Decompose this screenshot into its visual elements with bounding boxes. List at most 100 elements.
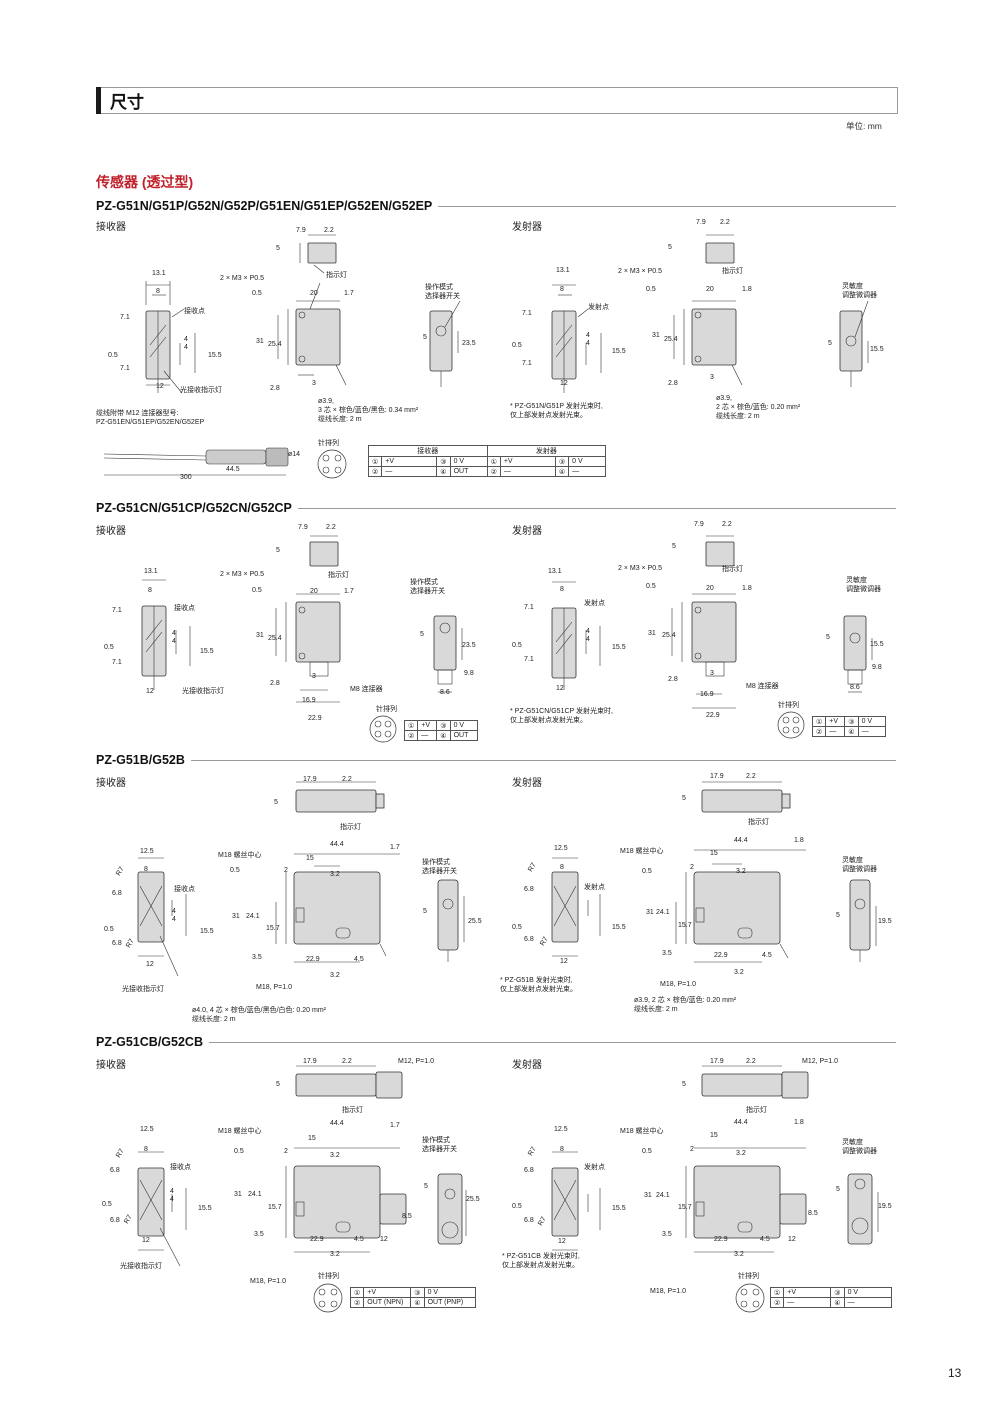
dim-label: 0.5 bbox=[642, 1148, 652, 1155]
dim-label: 8.5 bbox=[808, 1210, 818, 1217]
note-line: 缆线附带 M12 连接器型号: bbox=[96, 410, 179, 417]
dim-label: 3.2 bbox=[330, 871, 340, 878]
receiver-label: 接收器 bbox=[96, 1060, 126, 1071]
pin-cell: ② bbox=[486, 466, 501, 477]
cable-spec: ø3.9, 2 芯 × 棕色/蓝色: 0.20 mm² 缆线长度: 2 m bbox=[716, 394, 800, 421]
model-heading-3: PZ-G51B/G52B bbox=[96, 750, 896, 770]
dim-label: 2 bbox=[690, 864, 694, 871]
emitter-label: 发射器 bbox=[512, 526, 542, 537]
cable-line: 缆线长度: 2 m bbox=[716, 413, 760, 420]
callout-label: M12, P=1.0 bbox=[398, 1058, 434, 1065]
pin-cell: ④ bbox=[844, 726, 859, 737]
pin-cell: 0 V bbox=[449, 456, 488, 467]
pin-cell: ② bbox=[349, 1297, 365, 1308]
dim-label: 0.5 bbox=[108, 352, 118, 359]
dim-label: 17.9 bbox=[303, 776, 317, 783]
dim-label: 12 bbox=[558, 1238, 566, 1245]
m12-note: 缆线附带 M12 连接器型号: PZ-G51EN/G51EP/G52EN/G52… bbox=[96, 409, 204, 427]
callout-label: 接收点 bbox=[184, 308, 205, 315]
dim-label: 2.2 bbox=[342, 776, 352, 783]
emitter-label: 发射器 bbox=[512, 778, 542, 789]
emitter-note: * PZ-G51CB 发射光束时, 仅上部发射点发射光束。 bbox=[502, 1252, 580, 1270]
dim-label: 3.2 bbox=[330, 1152, 340, 1159]
dim-label: 3.2 bbox=[736, 1150, 746, 1157]
callout-label: 2 × M3 × P0.5 bbox=[618, 565, 662, 572]
dim-label: 4.5 bbox=[354, 956, 364, 963]
dim-label: 3.5 bbox=[662, 950, 672, 957]
dim-label: 25.4 bbox=[664, 336, 678, 343]
pin-cell: — bbox=[417, 730, 438, 741]
dim-label: 1.7 bbox=[344, 588, 354, 595]
callout-label: 光接收指示灯 bbox=[120, 1263, 162, 1270]
pin-title: 针排列 bbox=[778, 702, 799, 709]
note-line: 仅上部发射点发射光束。 bbox=[510, 412, 587, 419]
callout-label: M18 螺丝中心 bbox=[218, 1128, 262, 1135]
callout-label: 指示灯 bbox=[722, 268, 743, 275]
model-rule bbox=[297, 507, 896, 509]
model-heading-2: PZ-G51CN/G51CP/G52CN/G52CP bbox=[96, 498, 896, 518]
dim-label: 31 bbox=[232, 913, 240, 920]
dim-label: 5 bbox=[274, 799, 278, 806]
dim-label: 12 bbox=[788, 1236, 796, 1243]
callout-label: 发射点 bbox=[584, 1164, 605, 1171]
pin-cell: ③ bbox=[436, 456, 451, 467]
dim-label: 7.1 bbox=[522, 310, 532, 317]
dim-label: 5 bbox=[682, 1081, 686, 1088]
model-heading-4: PZ-G51CB/G52CB bbox=[96, 1032, 896, 1052]
dim-label: 1.8 bbox=[794, 1119, 804, 1126]
dim-label: 15.5 bbox=[200, 928, 214, 935]
dim-label: 24.1 bbox=[248, 1191, 262, 1198]
dim-label: 2.8 bbox=[668, 380, 678, 387]
dim-label: 17.9 bbox=[303, 1058, 317, 1065]
dim-label: 12 bbox=[380, 1236, 388, 1243]
model-title: PZ-G51B/G52B bbox=[96, 753, 185, 767]
callout-line: 灵敏度 bbox=[842, 857, 863, 864]
pin-cell: OUT (NPN) bbox=[363, 1297, 412, 1308]
cable-line: 2 芯 × 棕色/蓝色: 0.20 mm² bbox=[716, 404, 801, 411]
dim-label: 12 bbox=[156, 383, 164, 390]
pin-cell: ③ bbox=[410, 1287, 425, 1298]
pin-cell: 0 V bbox=[449, 720, 478, 731]
dim-label: 15.5 bbox=[870, 641, 884, 648]
pin-cell: ④ bbox=[410, 1297, 425, 1308]
dim-label: 8 bbox=[144, 1146, 148, 1153]
callout-label: 发射点 bbox=[584, 600, 605, 607]
dim-label: 7.1 bbox=[112, 659, 122, 666]
dim-label: 23.5 bbox=[462, 340, 476, 347]
dim-label: 0.5 bbox=[512, 642, 522, 649]
dim-label: 2.8 bbox=[668, 676, 678, 683]
callout-line: 操作模式 bbox=[425, 284, 453, 291]
dim-label: 24.1 bbox=[656, 909, 670, 916]
dim-label: 2.8 bbox=[270, 385, 280, 392]
dim-label: 0.5 bbox=[252, 587, 262, 594]
dim-label: 6.8 bbox=[110, 1167, 120, 1174]
dim-label: 7.1 bbox=[120, 314, 130, 321]
dim-label: 2.2 bbox=[720, 219, 730, 226]
dim-label: 12 bbox=[556, 685, 564, 692]
cable-line: ø3.9, bbox=[716, 395, 732, 402]
callout-label: 光接收指示灯 bbox=[122, 986, 164, 993]
sensitivity-callout: 灵敏度 调整微调器 bbox=[842, 282, 877, 300]
pin-cell: 0 V bbox=[423, 1287, 476, 1298]
dim-label: 44.4 bbox=[734, 837, 748, 844]
dim-label: 7.1 bbox=[522, 360, 532, 367]
dim-label: 0.5 bbox=[512, 924, 522, 931]
dim-label: 6.8 bbox=[524, 886, 534, 893]
dim-label: 31 bbox=[652, 332, 660, 339]
dim-label: 44.4 bbox=[330, 841, 344, 848]
dim-label: 7.9 bbox=[694, 521, 704, 528]
dim-label: 5 bbox=[423, 334, 427, 341]
dim-label: 31 bbox=[648, 630, 656, 637]
page-title: 尺寸 bbox=[110, 93, 144, 112]
section-header-box bbox=[96, 87, 898, 114]
pin-cell: +V bbox=[825, 716, 846, 727]
receiver-label: 接收器 bbox=[96, 222, 126, 233]
pin-cell: ④ bbox=[830, 1297, 845, 1308]
cable-spec: ø3.9, 3 芯 × 棕色/蓝色/黑色: 0.34 mm² 缆线长度: 2 m bbox=[318, 397, 418, 424]
pin-cell: +V bbox=[381, 456, 438, 467]
pin-table-header: 接收器 bbox=[368, 445, 488, 457]
dim-label: 2.2 bbox=[722, 521, 732, 528]
pin-cell: ④ bbox=[436, 466, 451, 477]
dim-label: 31 bbox=[234, 1191, 242, 1198]
dim-label: 8 bbox=[560, 586, 564, 593]
